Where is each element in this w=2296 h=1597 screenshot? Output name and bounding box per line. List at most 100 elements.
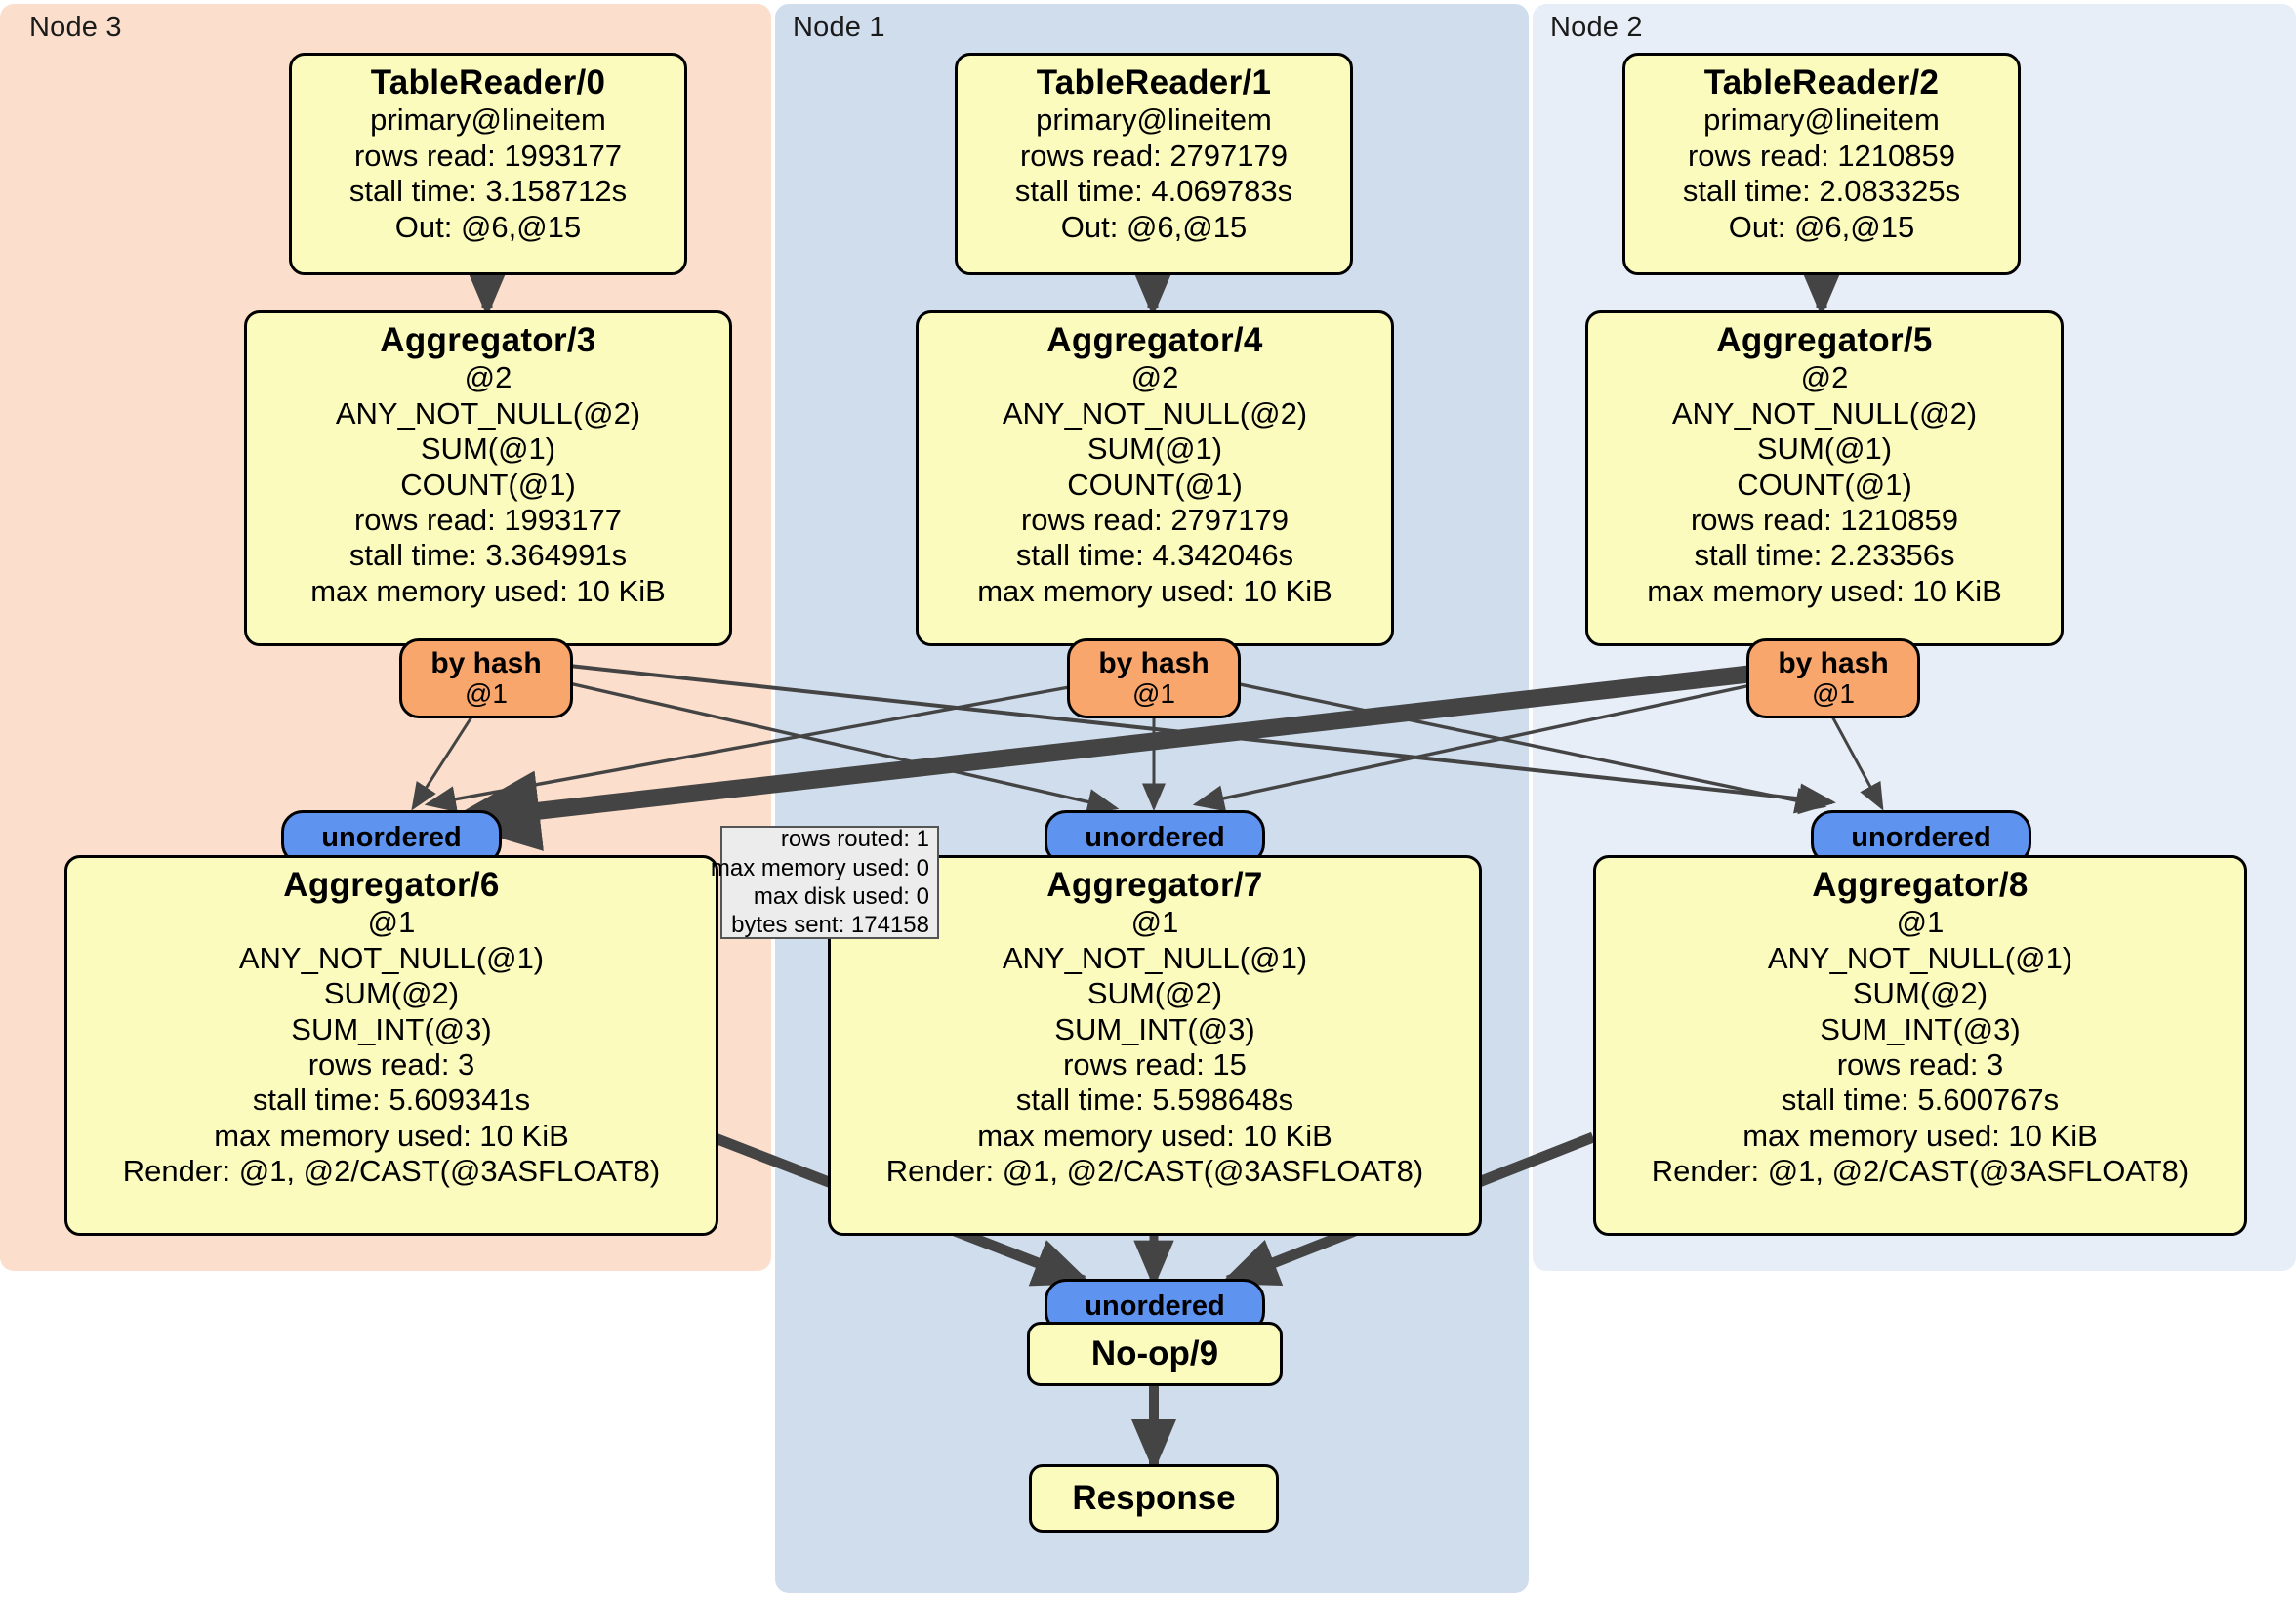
operator-line: max memory used: 10 KiB [310, 573, 666, 608]
router-column: @1 [1812, 678, 1855, 710]
operator-line: stall time: 2.083325s [1682, 174, 1961, 209]
operator-line: Render: @1, @2/CAST(@3ASFLOAT8) [885, 1154, 1424, 1189]
operator-line: SUM(@2) [1086, 976, 1223, 1011]
operator-box-tablereader-0[interactable]: TableReader/0 primary@lineitem rows read… [289, 53, 687, 275]
operator-title: TableReader/1 [1036, 63, 1272, 102]
operator-line: SUM(@1) [1756, 431, 1893, 467]
operator-line: rows read: 15 [1063, 1046, 1247, 1082]
operator-line: Out: @6,@15 [1060, 209, 1248, 244]
operator-box-aggregator-5[interactable]: Aggregator/5 @2 ANY_NOT_NULL(@2) SUM(@1)… [1585, 310, 2064, 646]
operator-line: COUNT(@1) [400, 467, 576, 502]
operator-line: ANY_NOT_NULL(@2) [1002, 395, 1308, 430]
operator-line: rows read: 1993177 [353, 138, 623, 173]
operator-title: Aggregator/7 [1046, 866, 1263, 904]
operator-title: Aggregator/4 [1046, 321, 1263, 359]
operator-line: max memory used: 10 KiB [214, 1118, 569, 1153]
operator-line: stall time: 5.598648s [1015, 1083, 1294, 1118]
operator-line: max memory used: 10 KiB [1647, 573, 2002, 608]
operator-box-noop-9[interactable]: No-op/9 [1027, 1322, 1283, 1386]
router-unordered-node2[interactable]: unordered [1811, 810, 2031, 865]
router-label: by hash [1098, 647, 1210, 680]
operator-line: stall time: 2.23356s [1694, 538, 1955, 573]
operator-box-tablereader-2[interactable]: TableReader/2 primary@lineitem rows read… [1622, 53, 2021, 275]
operator-line: rows read: 2797179 [1019, 138, 1289, 173]
operator-line: primary@lineitem [370, 102, 606, 138]
operator-line: max memory used: 10 KiB [977, 573, 1332, 608]
operator-line: Render: @1, @2/CAST(@3ASFLOAT8) [1651, 1154, 2190, 1189]
operator-title: Aggregator/6 [283, 866, 500, 904]
operator-title: No-op/9 [1090, 1334, 1219, 1372]
operator-title: Response [1072, 1479, 1236, 1517]
operator-line: COUNT(@1) [1067, 467, 1243, 502]
operator-line: rows read: 1210859 [1687, 138, 1956, 173]
operator-line: rows read: 1993177 [353, 502, 623, 537]
operator-line: ANY_NOT_NULL(@1) [238, 940, 545, 975]
operator-line: SUM_INT(@3) [1054, 1011, 1255, 1046]
operator-line: max memory used: 10 KiB [1742, 1118, 2098, 1153]
stats-line: bytes sent: 174158 [731, 912, 929, 939]
operator-line: @2 [1130, 360, 1179, 395]
operator-line: stall time: 4.342046s [1015, 538, 1294, 573]
router-by-hash-node3[interactable]: by hash @1 [399, 638, 573, 718]
operator-line: SUM(@2) [1852, 976, 1988, 1011]
operator-line: stall time: 3.364991s [348, 538, 628, 573]
operator-box-tablereader-1[interactable]: TableReader/1 primary@lineitem rows read… [955, 53, 1353, 275]
operator-line: primary@lineitem [1703, 102, 1940, 138]
node-panel-label-node2: Node 2 [1550, 12, 1643, 43]
router-label: unordered [1851, 821, 1991, 853]
stream-stats-tooltip: rows routed: 1 max memory used: 0 max di… [711, 826, 939, 939]
router-label: unordered [1085, 1290, 1225, 1322]
stats-line: max disk used: 0 [753, 883, 929, 910]
operator-line: Out: @6,@15 [1728, 209, 1915, 244]
operator-line: @1 [1130, 905, 1179, 940]
node-panel-label-node1: Node 1 [793, 12, 885, 43]
operator-title: Aggregator/5 [1716, 321, 1933, 359]
operator-line: ANY_NOT_NULL(@1) [1767, 940, 2073, 975]
operator-line: SUM_INT(@3) [291, 1011, 492, 1046]
operator-title: Aggregator/3 [380, 321, 596, 359]
router-label: unordered [321, 821, 462, 853]
stats-line: max memory used: 0 [710, 854, 929, 881]
router-label: by hash [430, 647, 542, 680]
operator-line: stall time: 3.158712s [348, 174, 628, 209]
operator-line: Out: @6,@15 [394, 209, 582, 244]
operator-line: @2 [1800, 360, 1849, 395]
operator-line: rows read: 2797179 [1020, 502, 1290, 537]
operator-line: SUM_INT(@3) [1820, 1011, 2021, 1046]
operator-title: TableReader/0 [370, 63, 606, 102]
operator-line: stall time: 5.609341s [252, 1083, 531, 1118]
operator-line: SUM(@1) [420, 431, 556, 467]
operator-line: rows read: 3 [1836, 1046, 2004, 1082]
operator-box-aggregator-3[interactable]: Aggregator/3 @2 ANY_NOT_NULL(@2) SUM(@1)… [244, 310, 732, 646]
operator-box-aggregator-7[interactable]: Aggregator/7 @1 ANY_NOT_NULL(@1) SUM(@2)… [828, 855, 1482, 1236]
operator-line: stall time: 4.069783s [1014, 174, 1293, 209]
stats-line: rows routed: 1 [780, 826, 929, 853]
operator-line: @1 [1896, 905, 1945, 940]
node-panel-label-node3: Node 3 [29, 12, 122, 43]
operator-line: SUM(@1) [1086, 431, 1223, 467]
router-column: @1 [465, 678, 508, 710]
router-label: by hash [1778, 647, 1889, 680]
router-by-hash-node2[interactable]: by hash @1 [1746, 638, 1920, 718]
operator-line: rows read: 3 [308, 1046, 475, 1082]
router-label: unordered [1085, 821, 1225, 853]
operator-line: ANY_NOT_NULL(@2) [1671, 395, 1978, 430]
operator-line: Render: @1, @2/CAST(@3ASFLOAT8) [122, 1154, 661, 1189]
operator-line: COUNT(@1) [1737, 467, 1912, 502]
operator-line: primary@lineitem [1036, 102, 1272, 138]
operator-line: ANY_NOT_NULL(@1) [1002, 940, 1308, 975]
operator-box-aggregator-6[interactable]: Aggregator/6 @1 ANY_NOT_NULL(@1) SUM(@2)… [64, 855, 718, 1236]
operator-line: rows read: 1210859 [1690, 502, 1959, 537]
operator-line: stall time: 5.600767s [1781, 1083, 2060, 1118]
operator-box-aggregator-4[interactable]: Aggregator/4 @2 ANY_NOT_NULL(@2) SUM(@1)… [916, 310, 1394, 646]
router-column: @1 [1132, 678, 1175, 710]
operator-box-aggregator-8[interactable]: Aggregator/8 @1 ANY_NOT_NULL(@1) SUM(@2)… [1593, 855, 2247, 1236]
operator-title: TableReader/2 [1703, 63, 1940, 102]
router-by-hash-node1[interactable]: by hash @1 [1067, 638, 1241, 718]
operator-line: @2 [464, 360, 512, 395]
operator-line: ANY_NOT_NULL(@2) [335, 395, 641, 430]
operator-box-response[interactable]: Response [1029, 1464, 1279, 1533]
operator-line: max memory used: 10 KiB [977, 1118, 1332, 1153]
operator-line: SUM(@2) [323, 976, 460, 1011]
